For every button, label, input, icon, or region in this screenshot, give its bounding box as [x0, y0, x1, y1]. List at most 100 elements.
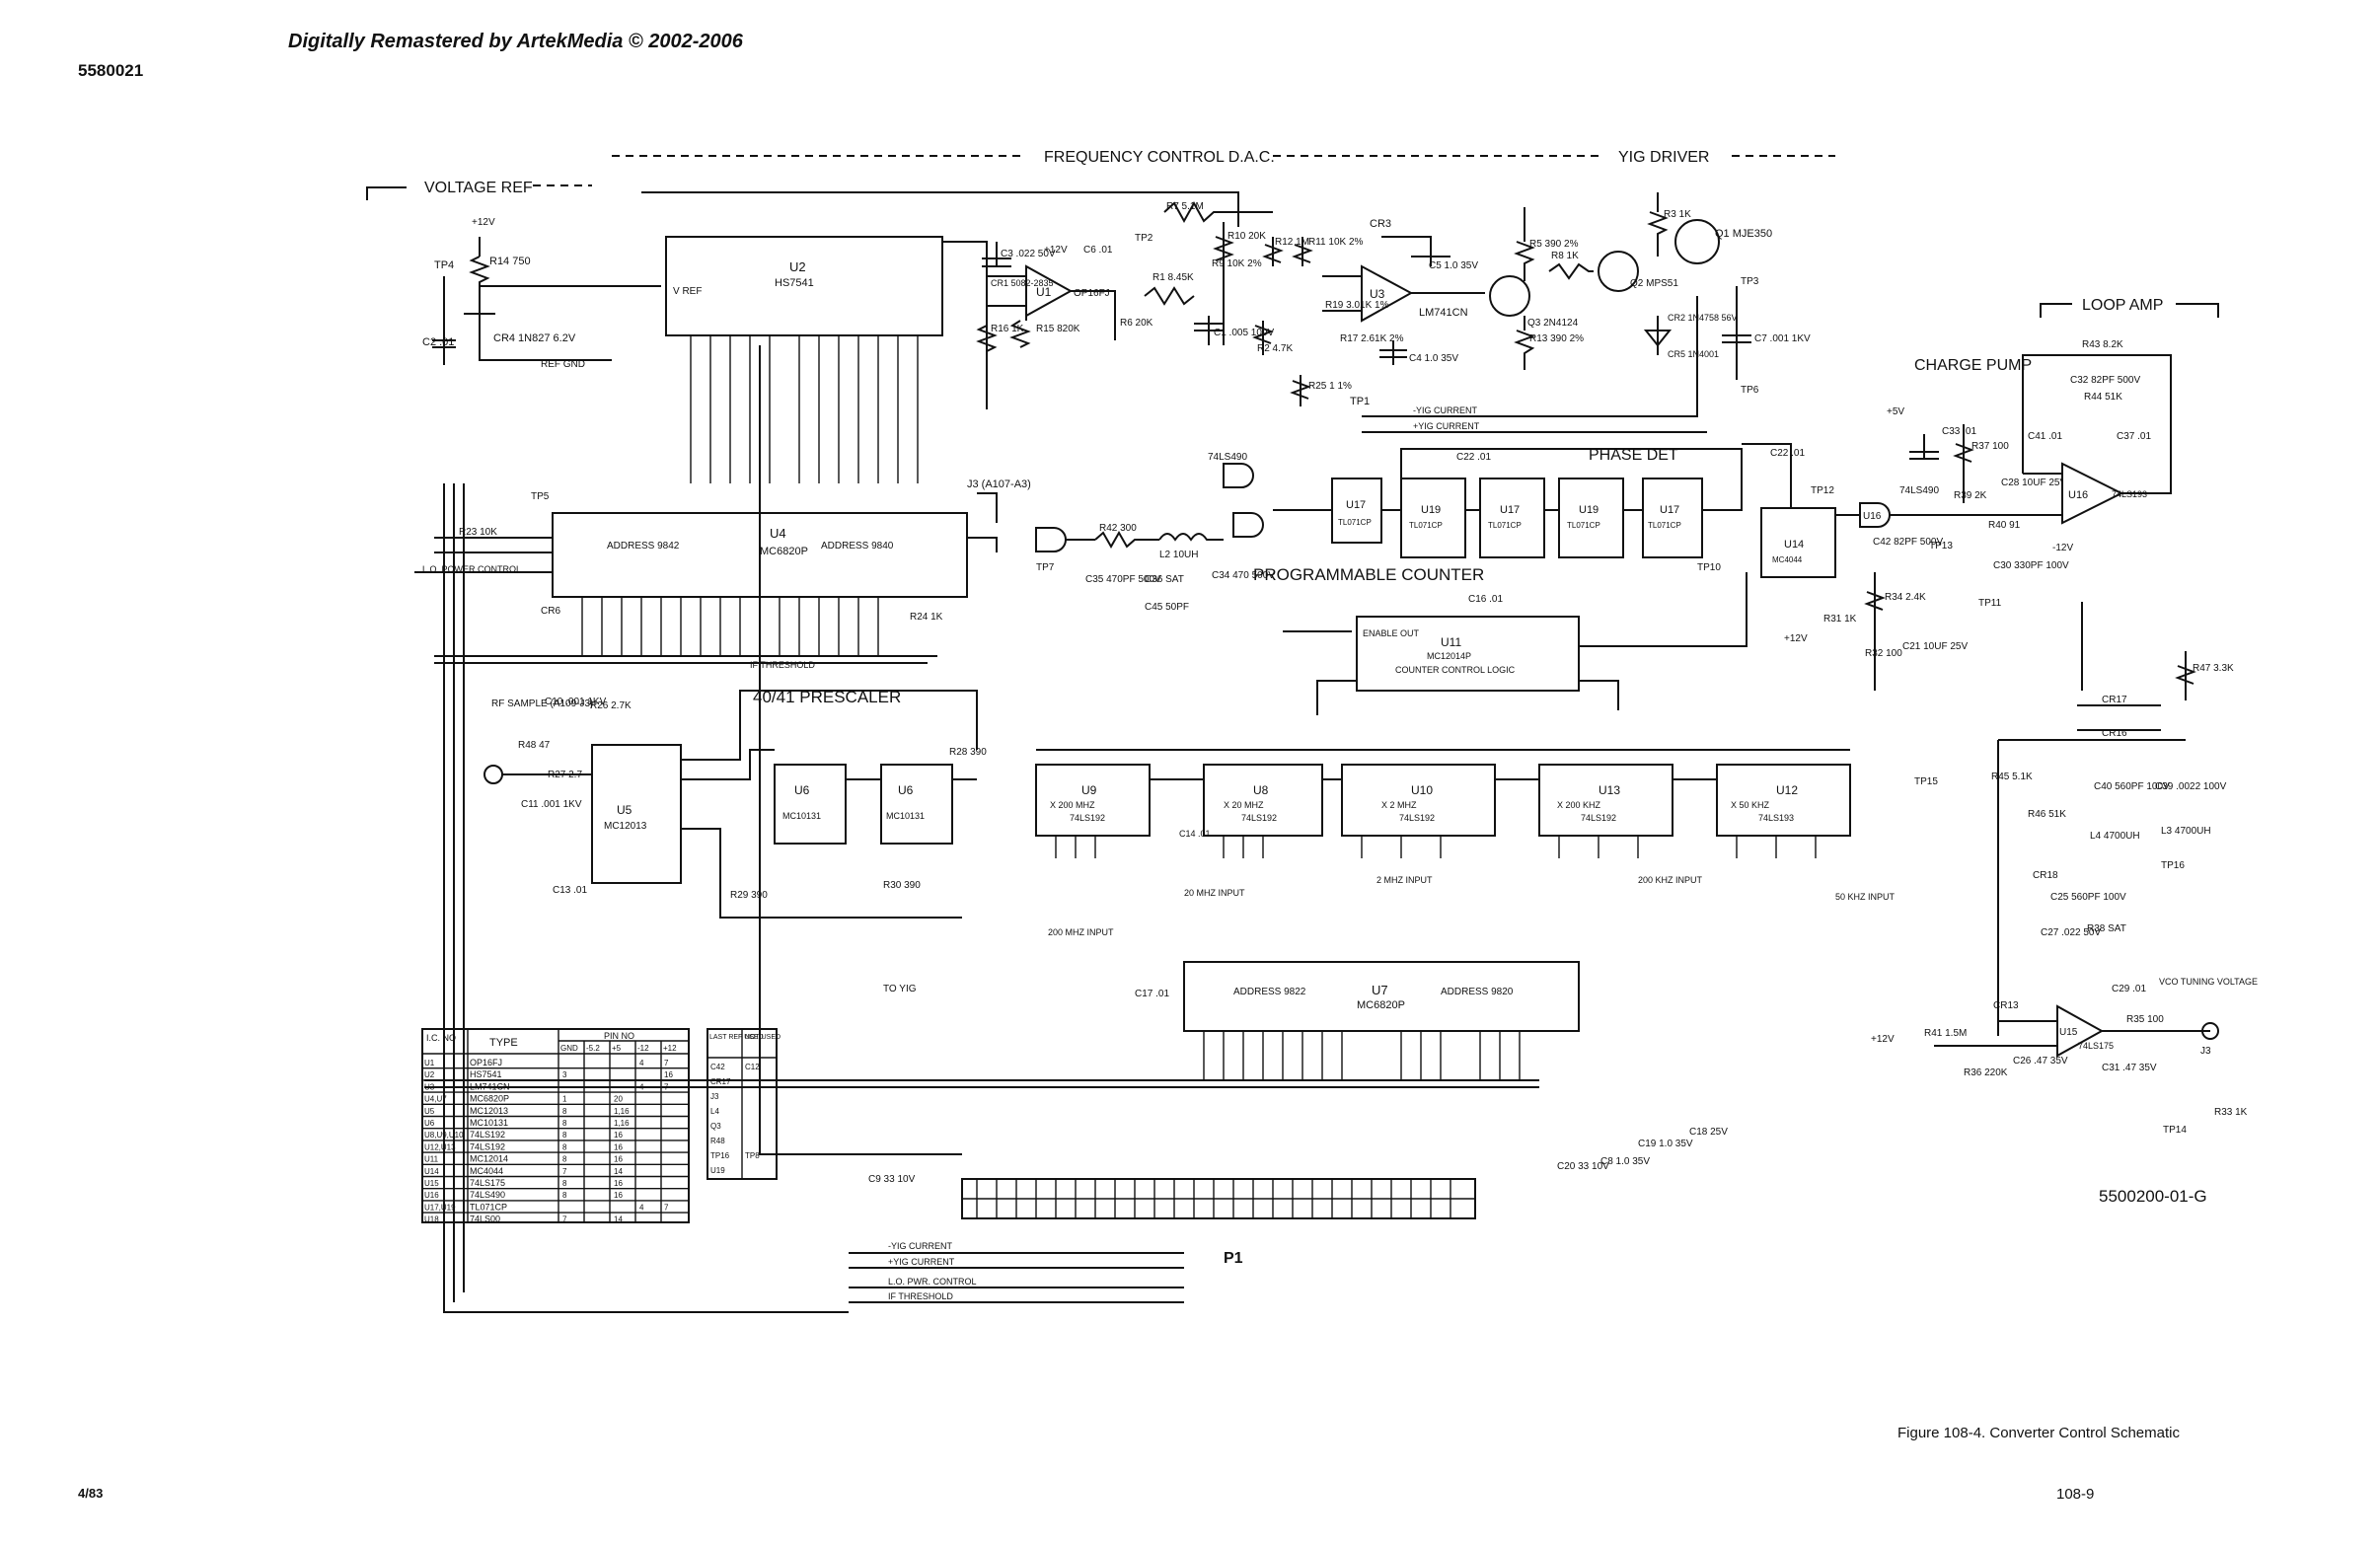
- r14-label: R14 750: [489, 256, 531, 267]
- r34-label: R34 2.4K: [1885, 592, 1926, 603]
- u5-part: MC12013: [604, 821, 647, 832]
- ref-gnd-label: REF GND: [541, 359, 585, 370]
- c7-label: C7 .001 1KV: [1754, 333, 1811, 344]
- icth-5: -12: [637, 1044, 649, 1053]
- c28-label: C28 10UF 25V: [2001, 478, 2066, 488]
- u12-ref: U12: [1776, 783, 1798, 797]
- u15a-ref: U17: [1346, 499, 1366, 511]
- voltage-ref-block: TP4 R14 750 CR4 1N827 6.2V C2 .01 +12V R…: [422, 217, 661, 370]
- r29-label: R29 390: [730, 890, 768, 901]
- q3-label: Q3 2N4124: [1527, 318, 1579, 329]
- u9-freq: X 200 MHZ: [1050, 800, 1095, 810]
- u10-ref: U10: [1411, 783, 1433, 797]
- ic-table-cell: 1: [562, 1095, 567, 1104]
- r30-label: R30 390: [883, 880, 921, 891]
- u1-ref: U1: [1036, 285, 1052, 299]
- c39-label: C39 .0022 100V: [2155, 781, 2227, 792]
- c42-label: C42 82PF 500V: [1873, 537, 1943, 548]
- ref-table-cell: R48: [710, 1137, 725, 1145]
- icth-0: I.C. NO: [426, 1033, 456, 1043]
- ic-table-cell: LM741CN: [470, 1081, 510, 1091]
- cr6-label: CR6: [541, 606, 560, 617]
- r41-label: R41 1.5M: [1924, 1028, 1967, 1039]
- r43-label: R43 8.2K: [2082, 339, 2123, 350]
- tp16-label: TP16: [2161, 860, 2185, 871]
- in200k-label: 200 KHZ INPUT: [1638, 875, 1703, 885]
- cp-p5: +5V: [1887, 406, 1904, 417]
- u14-p12: +12V: [1784, 633, 1808, 644]
- r17-label: R17 2.61K 2%: [1340, 333, 1404, 344]
- u18-network: 74LS490 R42 300 L2 10UH TP7 C35 470PF 50…: [1035, 452, 1275, 613]
- j3b-label: J3: [2200, 1046, 2211, 1057]
- u18b-ref: U16: [1863, 511, 1882, 522]
- u6a-ref: U6: [794, 783, 810, 797]
- ic-table-cell: 16: [614, 1155, 623, 1164]
- u17-part: 74LS175: [2078, 1041, 2114, 1051]
- u4-part: MC6820P: [760, 546, 808, 557]
- ic-table-cell: 8: [562, 1107, 567, 1116]
- ic-table-cell: 1,16: [614, 1107, 630, 1116]
- tp3-label: TP3: [1741, 276, 1759, 287]
- r10-label: R10 20K: [1227, 231, 1266, 242]
- u10-part: 74LS192: [1399, 813, 1435, 823]
- c8-label: C8 1.0 35V: [1600, 1156, 1650, 1167]
- ic-table-cell: 7: [562, 1167, 567, 1176]
- figure-caption: Figure 108-4. Converter Control Schemati…: [1897, 1425, 2180, 1441]
- ic-table-cell: 7: [664, 1203, 669, 1212]
- u5-ref: U5: [617, 803, 632, 817]
- tp1-label: TP1: [1350, 396, 1370, 407]
- ref-table-cell: Q3: [710, 1122, 721, 1131]
- r15-label: R15 820K: [1036, 324, 1080, 334]
- c34-label: C34 470 500V: [1212, 570, 1275, 581]
- ic-table-cell: 8: [562, 1131, 567, 1140]
- ref-table-cell: TP8: [745, 1151, 760, 1160]
- icth-1: TYPE: [489, 1037, 518, 1049]
- r6-label: R6 20K: [1120, 318, 1153, 329]
- doc-number: 5580021: [78, 61, 143, 80]
- r19-label: R19 3.01K 1%: [1325, 300, 1389, 311]
- icth-pin: PIN NO: [604, 1031, 634, 1041]
- yig-driver-block: U3 LM741CN CR3 C5 1.0 35V R19 3.01K 1% R…: [1290, 192, 1811, 433]
- ic-table-cell: U11: [424, 1155, 439, 1164]
- u1-opamp: U1 OP16FJ C3 .022 50V CR1 5082-2835 C6 .…: [976, 200, 1364, 355]
- r9-label: R9 10K 2%: [1212, 258, 1262, 269]
- refth-1: NOT USED: [745, 1034, 781, 1041]
- ic-table-cell: 74LS490: [470, 1190, 505, 1200]
- u4-pia: U4 MC6820P ADDRESS 9842 ADDRESS 9840 R23…: [414, 478, 1031, 670]
- cr4-label: CR4 1N827 6.2V: [493, 332, 576, 344]
- c19-label: C19 1.0 35V: [1638, 1139, 1693, 1149]
- c45-label: C45 50PF: [1145, 602, 1189, 613]
- to-yig-label: TO YIG: [883, 984, 917, 994]
- ic-table-cell: 74LS175: [470, 1178, 505, 1188]
- ic-table-cell: 16: [614, 1179, 623, 1188]
- ref-table-cell: TP16: [710, 1151, 730, 1160]
- in50k-label: 50 KHZ INPUT: [1835, 892, 1896, 902]
- u3-part: LM741CN: [1419, 307, 1468, 319]
- u2-dac: U2 HS7541 V REF: [641, 191, 1239, 483]
- phase-det-chain: U17 TL071CP U19 TL071CP U17 TL071CP U19 …: [1273, 443, 1857, 644]
- ic-table-cell: 4: [639, 1082, 644, 1091]
- u1-p12: +12V: [1044, 245, 1068, 256]
- r40-label: R40 91: [1988, 520, 2021, 531]
- u6b-ref: U6: [898, 783, 914, 797]
- tp2-label: TP2: [1135, 233, 1153, 244]
- tp15-label: TP15: [1914, 776, 1938, 787]
- cr13-label: CR13: [1993, 1000, 2019, 1011]
- p1-yig-n: -YIG CURRENT: [888, 1241, 953, 1251]
- tp11-label: TP11: [1978, 598, 2002, 609]
- rf-sample-label: RF SAMPLE (A109-J3): [491, 699, 593, 709]
- ic-table-cell: MC12014: [470, 1154, 508, 1164]
- ic-table-cell: U6: [424, 1119, 435, 1128]
- ic-table-cell: MC6820P: [470, 1094, 509, 1104]
- p1-if-thresh: IF THRESHOLD: [888, 1291, 953, 1301]
- ic-table-cell: U14: [424, 1167, 439, 1176]
- drawing-number: 5500200-01-G: [2099, 1187, 2207, 1206]
- ic-table-cell: 74LS00: [470, 1214, 500, 1224]
- u19-ref: U16: [2068, 489, 2088, 501]
- remaster-credit: Digitally Remastered by ArtekMedia © 200…: [288, 31, 744, 52]
- q2-label: Q2 MPS51: [1630, 278, 1678, 289]
- r38-label: R38 SAT: [2087, 923, 2126, 934]
- c36-label: C36 SAT: [1145, 574, 1184, 585]
- c14-label: C14 .01: [1179, 829, 1211, 839]
